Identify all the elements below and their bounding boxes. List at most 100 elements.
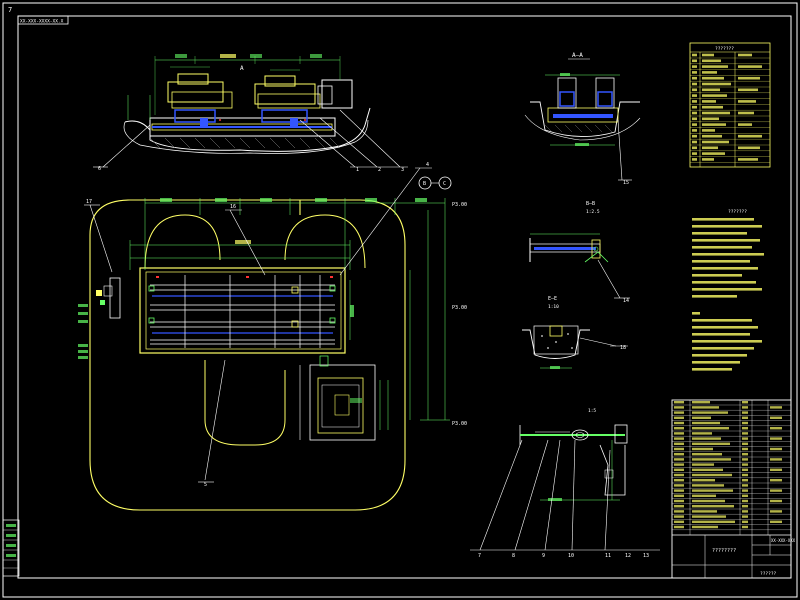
table-cell-text [742, 421, 748, 425]
table-cell-text [674, 411, 684, 414]
note-line [692, 340, 762, 343]
table-cell-text [738, 111, 754, 115]
table-cell-text [742, 432, 748, 435]
revision-table-left [2, 519, 20, 577]
section-marker-a: A [240, 65, 244, 72]
table-cell-text [674, 421, 684, 425]
drawing-number-tag: XX-XXX-XXXX-XX.X [20, 19, 64, 25]
table-cell-text [674, 494, 684, 497]
table-cell-text [702, 71, 717, 74]
table-cell-text [702, 94, 727, 97]
table-cell-text [692, 453, 722, 456]
table-cell-text [738, 53, 752, 57]
table-cell-text [770, 520, 782, 523]
note-line [692, 274, 742, 277]
table-cell-text [692, 82, 697, 86]
table-cell-text [692, 437, 721, 440]
table-cell-text [692, 65, 697, 68]
note-line [692, 267, 758, 270]
table-cell-text [742, 499, 748, 503]
table-cell-text [692, 94, 697, 97]
table-cell-text [742, 468, 748, 471]
callout-12: 12 [625, 553, 631, 559]
note-line [692, 312, 700, 315]
callout-18: 18 [620, 345, 626, 351]
table-cell-text [742, 447, 748, 451]
section-b-b-title: B—B [586, 201, 595, 207]
table-cell-text [738, 158, 758, 161]
table-cell-text [702, 65, 728, 68]
title-block-code: XX-XXX-XXX [771, 538, 796, 543]
table-cell-text [692, 442, 730, 445]
table-cell-text [674, 468, 684, 471]
table-cell-text [742, 401, 748, 404]
table-cell-text [692, 494, 716, 497]
table-cell-text [702, 111, 730, 115]
table-cell-text [674, 401, 684, 404]
table-cell-text [674, 432, 684, 435]
table-cell-text [742, 510, 748, 513]
table-cell-text [674, 505, 684, 508]
table-cell-text [692, 71, 697, 74]
table-cell-text [742, 479, 748, 482]
table-cell-text [702, 100, 716, 103]
callout-2: 2 [378, 167, 381, 173]
table-cell-text [702, 88, 720, 92]
table-cell-text [742, 520, 748, 523]
callout-17: 17 [86, 199, 92, 205]
table-cell-text [692, 111, 697, 115]
table-cell-text [692, 59, 697, 63]
callout-10: 10 [568, 553, 574, 559]
note-line [692, 295, 737, 298]
table-cell-text [702, 123, 726, 126]
table-cell-text [674, 416, 684, 419]
table-cell-text [692, 406, 719, 409]
table-cell-text [738, 88, 758, 92]
table-cell-text [674, 473, 684, 477]
detail-view: 1:5 7 8 9 10 11 12 13 [470, 408, 660, 559]
table-cell-text [742, 453, 748, 456]
table-cell-text [674, 489, 684, 492]
table-cell-text [702, 134, 722, 138]
table-cell-text [692, 499, 725, 503]
note-line [692, 232, 747, 235]
title-block-footer: ?????? [760, 571, 777, 577]
table-cell-text [692, 432, 712, 435]
note-line [692, 281, 756, 284]
table-cell-text [674, 499, 684, 503]
table-cell-text [692, 123, 697, 126]
circle-marker-c: C [443, 181, 446, 187]
note-line [692, 239, 760, 242]
table-cell-text [692, 88, 697, 92]
table-cell-text [738, 65, 762, 68]
callout-3: 3 [401, 167, 404, 173]
table-cell-text [742, 458, 748, 461]
table-cell-text [692, 140, 697, 144]
table-cell-text [692, 515, 726, 518]
table-cell-text [770, 406, 782, 409]
table-cell-text [702, 53, 714, 57]
note-line [692, 225, 762, 228]
table-cell-text [702, 82, 731, 86]
callout-1: 1 [356, 167, 359, 173]
circle-marker-b: B [423, 181, 426, 187]
corner-mark: 7 [8, 6, 12, 14]
table-cell-text [770, 437, 782, 440]
table-cell-text [770, 416, 782, 419]
section-e-e-title: E—E [548, 296, 557, 302]
table-cell-text [742, 463, 748, 466]
table-cell-text [692, 401, 710, 404]
table-cell-text [742, 411, 748, 414]
note-line [692, 246, 752, 249]
table-cell-text [692, 146, 697, 150]
table-cell-text [692, 505, 734, 508]
table-cell-text [738, 146, 760, 150]
table-cell-text [742, 473, 748, 477]
callout-16: 16 [230, 204, 236, 210]
callout-5: 5 [204, 482, 207, 488]
table-cell-text [692, 76, 697, 80]
note-line [692, 368, 732, 371]
table-cell-text [742, 505, 748, 508]
section-b-b: B—B 1:2.5 14 [529, 201, 630, 304]
